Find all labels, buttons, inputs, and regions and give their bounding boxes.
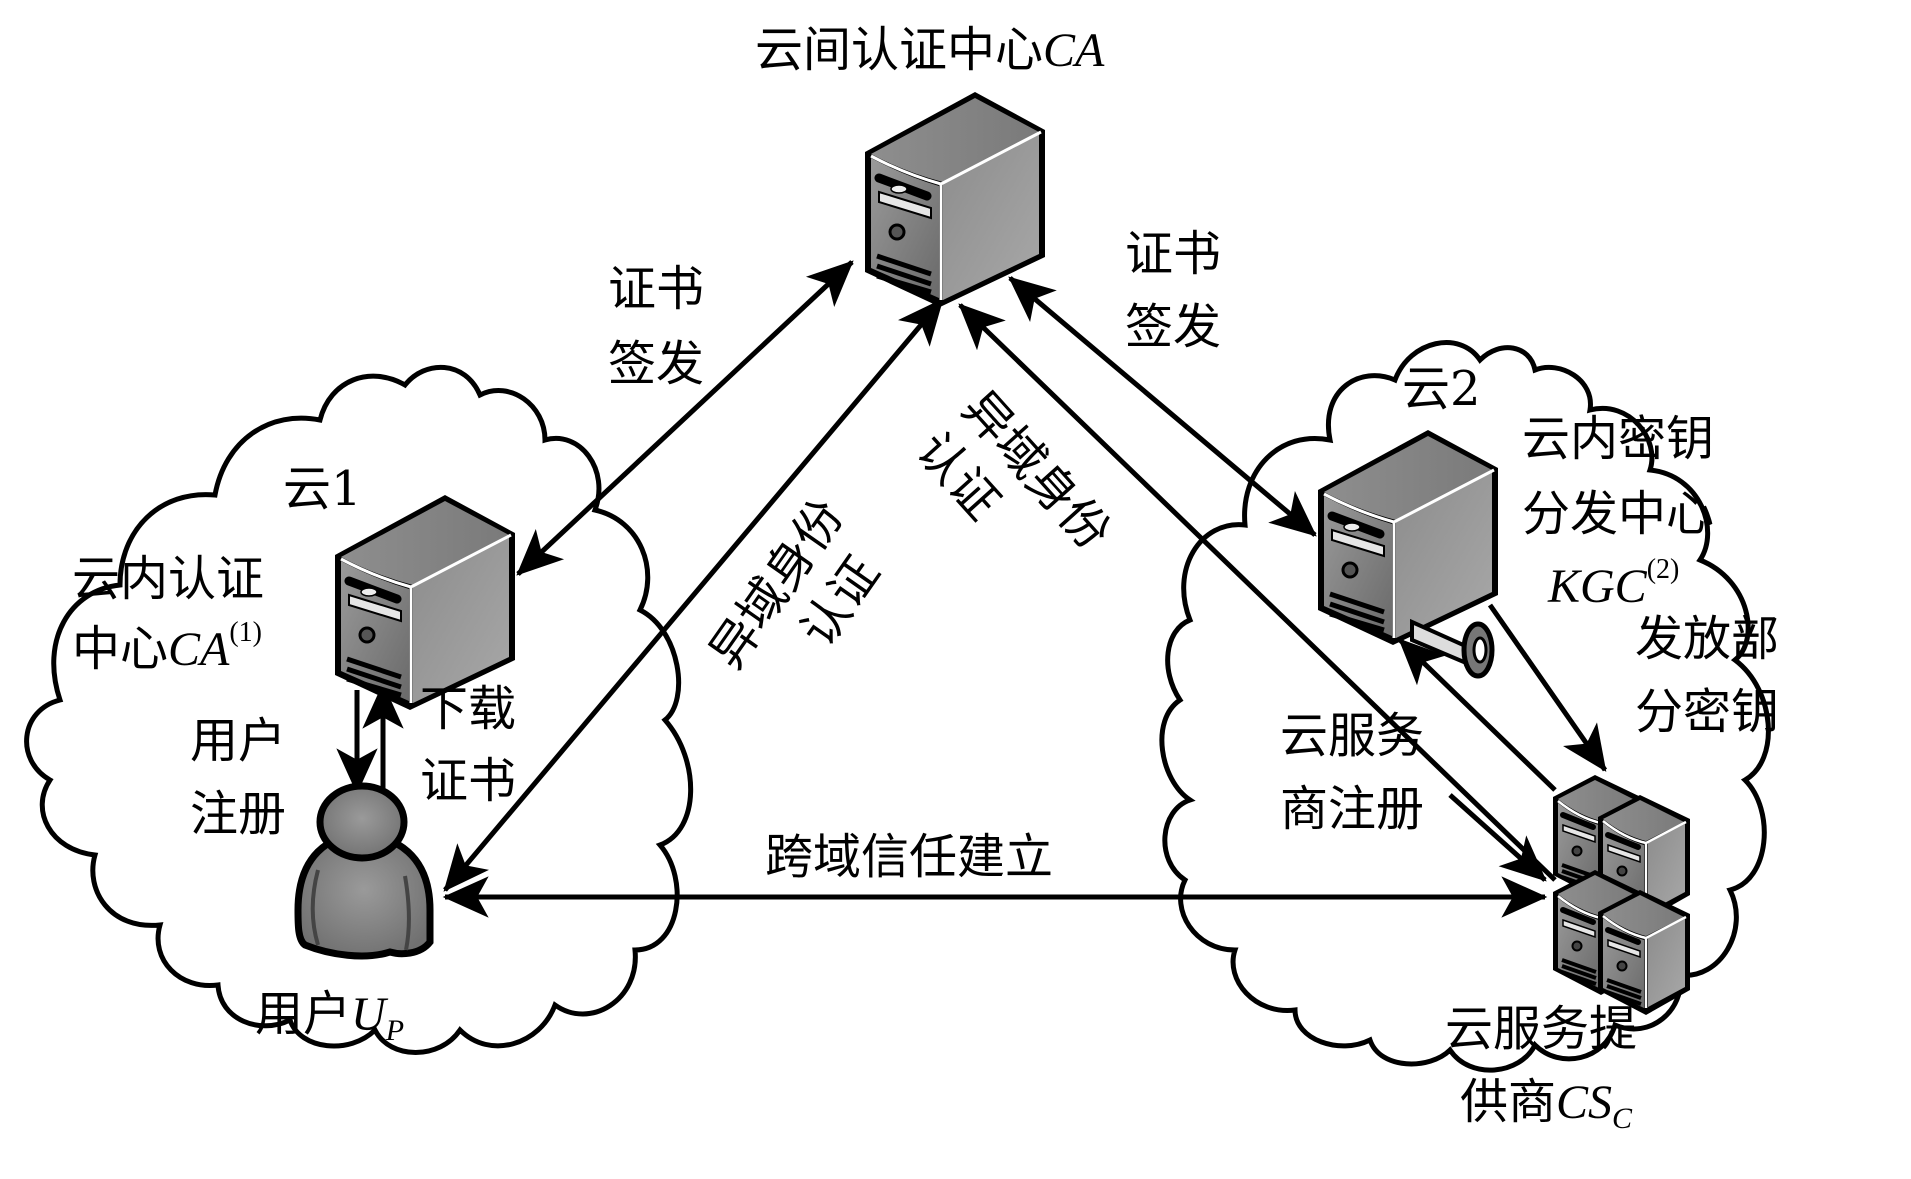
arrow-cross-auth-right — [958, 303, 1557, 882]
cloud2-label: 云2 — [1402, 361, 1481, 417]
key-icon — [1410, 618, 1495, 679]
download-cert-label: 下载 证书 — [420, 681, 531, 809]
cloud1-ca-label: 云内认证 中心CA(1) — [72, 551, 279, 677]
csp-register-label: 云服务 商注册 — [1280, 708, 1439, 837]
arrow-csp-register-to-kgc — [1398, 638, 1557, 792]
cross-auth-left-label: 异域身份 认证 — [699, 477, 915, 714]
cert-issue-right-label: 证书 签发 — [1125, 226, 1236, 355]
arrow-cross-auth-left — [443, 298, 944, 892]
arrow-csp-register-label — [1448, 793, 1547, 882]
cross-trust-label: 跨域信任建立 — [765, 829, 1053, 885]
arrow-issue-partial-key — [1487, 603, 1608, 772]
arrow-cert-issue-right — [1008, 276, 1317, 537]
inter-cloud-ca-server-icon — [865, 92, 1045, 307]
csp-label: 云服务提 供商CSC — [1445, 1001, 1652, 1135]
user-icon — [294, 782, 434, 960]
cross-auth-right-label: 异域身份 认证 — [905, 381, 1131, 614]
cloud-service-provider-servers-icon — [1553, 775, 1690, 1015]
issue-partial-key-label: 发放部 分密钥 — [1635, 611, 1794, 740]
cloud1-label: 云1 — [283, 461, 362, 517]
inter-cloud-ca-title: 云间认证中心CA — [755, 22, 1105, 78]
user-register-label: 用户 注册 — [190, 713, 301, 842]
user-up-label: 用户UP — [255, 986, 404, 1047]
cert-issue-left-label: 证书 签发 — [608, 261, 719, 392]
kgc-label: 云内密钥 分发中心 KGC(2) — [1522, 411, 1729, 613]
